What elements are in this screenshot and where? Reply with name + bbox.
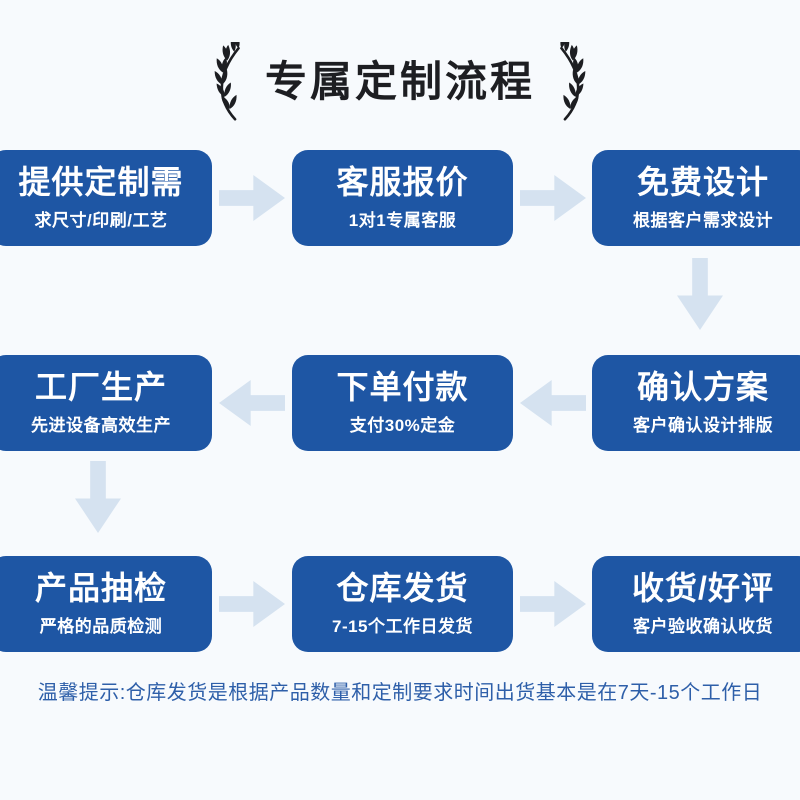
step-box-order-payment: 下单付款 支付30%定金 <box>292 355 513 451</box>
step-box-provide-requirements: 提供定制需 求尺寸/印刷/工艺 <box>0 150 212 246</box>
step-title: 工厂生产 <box>34 369 167 406</box>
arrow-right-icon <box>219 581 285 627</box>
arrow-right-icon <box>219 175 285 221</box>
arrow-left-icon <box>219 380 285 426</box>
arrow-right-icon <box>520 581 586 627</box>
laurel-left-icon <box>203 42 255 122</box>
step-title: 收货/好评 <box>632 570 774 607</box>
step-title: 免费设计 <box>636 164 769 201</box>
step-subtitle: 支付30%定金 <box>349 415 456 435</box>
step-box-free-design: 免费设计 根据客户需求设计 <box>592 150 800 246</box>
step-title: 客服报价 <box>336 164 469 201</box>
step-title: 仓库发货 <box>336 570 469 607</box>
laurel-right-icon <box>545 42 597 122</box>
step-box-service-quote: 客服报价 1对1专属客服 <box>292 150 513 246</box>
title-row: 专属定制流程 <box>0 42 800 122</box>
step-subtitle: 先进设备高效生产 <box>31 415 171 435</box>
step-subtitle: 严格的品质检测 <box>39 616 163 636</box>
page-title: 专属定制流程 <box>264 58 535 106</box>
step-subtitle: 根据客户需求设计 <box>633 210 773 230</box>
step-subtitle: 7-15个工作日发货 <box>331 616 474 636</box>
step-box-warehouse-shipping: 仓库发货 7-15个工作日发货 <box>292 556 513 652</box>
step-subtitle: 客户确认设计排版 <box>633 415 773 435</box>
step-subtitle: 1对1专属客服 <box>348 210 457 230</box>
step-box-receive-review: 收货/好评 客户验收确认收货 <box>592 556 800 652</box>
step-box-product-inspection: 产品抽检 严格的品质检测 <box>0 556 212 652</box>
step-title: 提供定制需 <box>18 164 184 201</box>
arrow-down-icon <box>677 258 723 330</box>
arrow-left-icon <box>520 380 586 426</box>
step-subtitle: 客户验收确认收货 <box>633 616 773 636</box>
step-box-factory-production: 工厂生产 先进设备高效生产 <box>0 355 212 451</box>
arrow-right-icon <box>520 175 586 221</box>
step-title: 确认方案 <box>636 369 769 406</box>
step-subtitle: 求尺寸/印刷/工艺 <box>34 210 168 230</box>
bottom-note: 温馨提示:仓库发货是根据产品数量和定制要求时间出货基本是在7天-15个工作日 <box>37 682 763 704</box>
step-title: 产品抽检 <box>34 570 167 607</box>
step-title: 下单付款 <box>336 369 469 406</box>
step-box-confirm-plan: 确认方案 客户确认设计排版 <box>592 355 800 451</box>
arrow-down-icon <box>75 461 121 533</box>
